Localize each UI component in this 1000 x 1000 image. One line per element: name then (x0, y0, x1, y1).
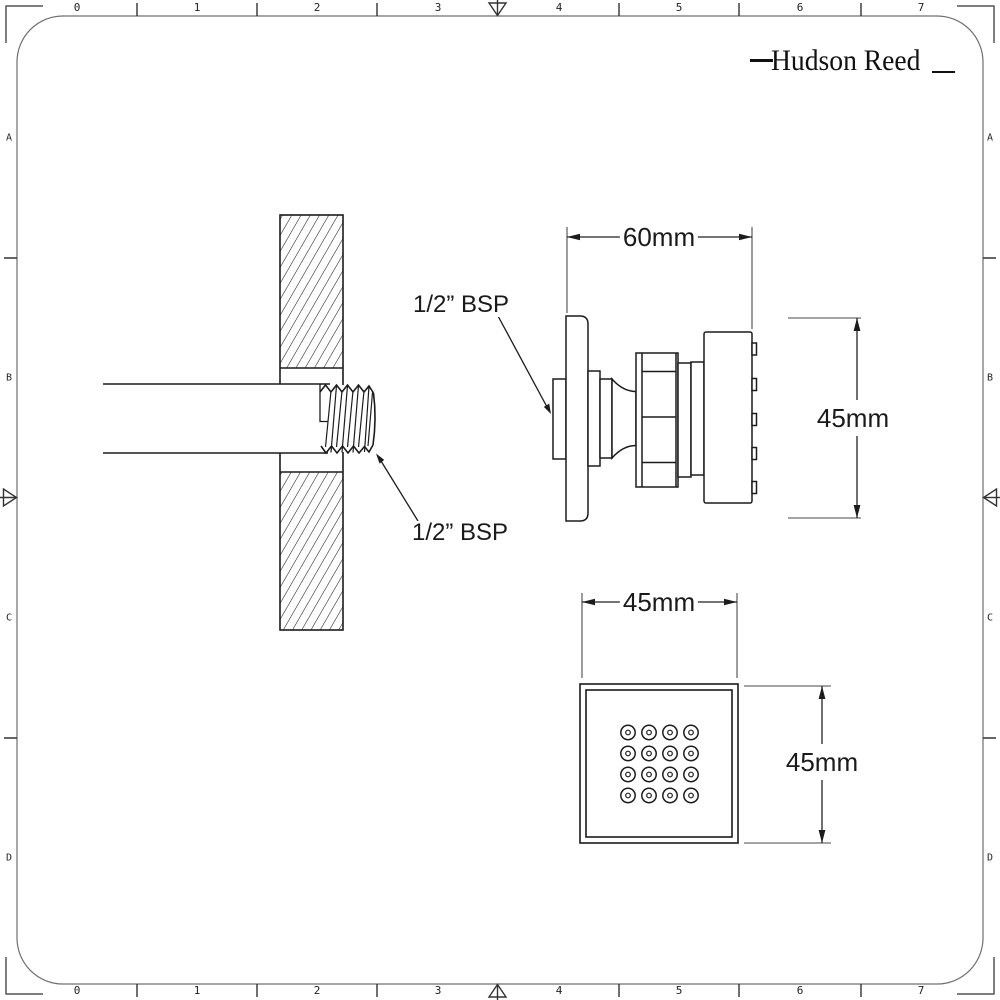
ruler-left-d: D (5, 852, 13, 864)
ruler-bottom-2: 2 (313, 984, 321, 997)
pipe-thread (318, 383, 376, 455)
dimension-front-width: 45mm (619, 589, 699, 615)
ring-b (690, 361, 705, 476)
label-bsp-lower: 1/2” BSP (409, 519, 511, 546)
front-view-dimensions (581, 593, 831, 844)
ruler-top-0: 0 (73, 1, 81, 14)
label-bsp-upper: 1/2” BSP (410, 291, 512, 318)
center-mark-left-icon (2, 487, 18, 508)
ruler-left-c: C (5, 612, 13, 624)
dim-arrow-up (818, 686, 826, 699)
brand-logo: Hudson Reed (749, 44, 955, 78)
ruler-left-b: B (5, 372, 13, 384)
leader-lower-bsp (376, 453, 419, 522)
ruler-bottom-7: 7 (917, 984, 925, 997)
ruler-top-3: 3 (434, 1, 442, 14)
ruler-bottom-1: 1 (193, 984, 201, 997)
dim-arrow-right (724, 598, 737, 606)
jet-body (703, 331, 753, 504)
logo-left-dash-icon (749, 59, 773, 62)
dim-arrow-left (582, 598, 595, 606)
nozzle-grid (620, 724, 699, 804)
ruler-top-5: 5 (675, 1, 683, 14)
ring-a (677, 362, 692, 478)
ruler-left-a: A (5, 132, 13, 144)
ruler-right-c: C (986, 612, 994, 624)
ruler-top-1: 1 (193, 1, 201, 14)
leader-arrowhead (376, 453, 385, 464)
ruler-bottom-6: 6 (796, 984, 804, 997)
front-view (579, 683, 739, 844)
collar-step-1 (587, 370, 601, 467)
leader-arrowhead (543, 403, 551, 414)
faceplate-outer (579, 683, 739, 844)
ruler-top-7: 7 (917, 1, 925, 14)
dim-arrow-down (853, 505, 861, 518)
ruler-bottom-3: 3 (434, 984, 442, 997)
collar-step-2 (599, 378, 613, 459)
dim-arrow-left (567, 233, 580, 241)
center-mark-right-icon (982, 487, 998, 508)
dim-arrow-down (818, 830, 826, 843)
ruler-bottom-5: 5 (675, 984, 683, 997)
brand-name: Hudson Reed (770, 44, 921, 77)
ruler-top-4: 4 (555, 1, 563, 14)
ruler-bottom-4: 4 (555, 984, 563, 997)
corner-registration-marks (5, 5, 995, 995)
center-mark-top-icon (487, 2, 508, 17)
center-mark-bottom-icon (487, 983, 508, 998)
ruler-ticks (4, 3, 996, 997)
faceplate-inner (585, 689, 733, 838)
logo-right-underscore-icon (932, 70, 955, 73)
jet-body-tabs (751, 342, 758, 495)
side-view-dimensions (566, 227, 861, 519)
dim-arrow-up (853, 318, 861, 331)
ruler-right-a: A (986, 132, 994, 144)
hex-nut (635, 352, 679, 488)
ruler-right-d: D (986, 852, 994, 864)
dimension-side-height: 45mm (813, 405, 893, 431)
side-view (497, 315, 758, 522)
neck (611, 377, 637, 460)
wall-section-view (103, 214, 419, 631)
wall-hatch-lower (280, 472, 343, 630)
ruler-bottom-0: 0 (73, 984, 81, 997)
wall-hole-edges (280, 367, 343, 473)
wall-hatch-upper (280, 215, 343, 368)
pipe (103, 383, 330, 454)
ruler-top-6: 6 (796, 1, 804, 14)
dimension-side-width: 60mm (619, 224, 699, 250)
leader-upper-bsp (497, 315, 551, 414)
dim-arrow-right (739, 233, 752, 241)
ruler-right-b: B (986, 372, 994, 384)
wall-plate (565, 315, 589, 522)
dimension-front-height: 45mm (782, 749, 862, 775)
ruler-top-2: 2 (313, 1, 321, 14)
sheet-frame (16, 15, 984, 985)
threaded-inlet (552, 378, 567, 460)
